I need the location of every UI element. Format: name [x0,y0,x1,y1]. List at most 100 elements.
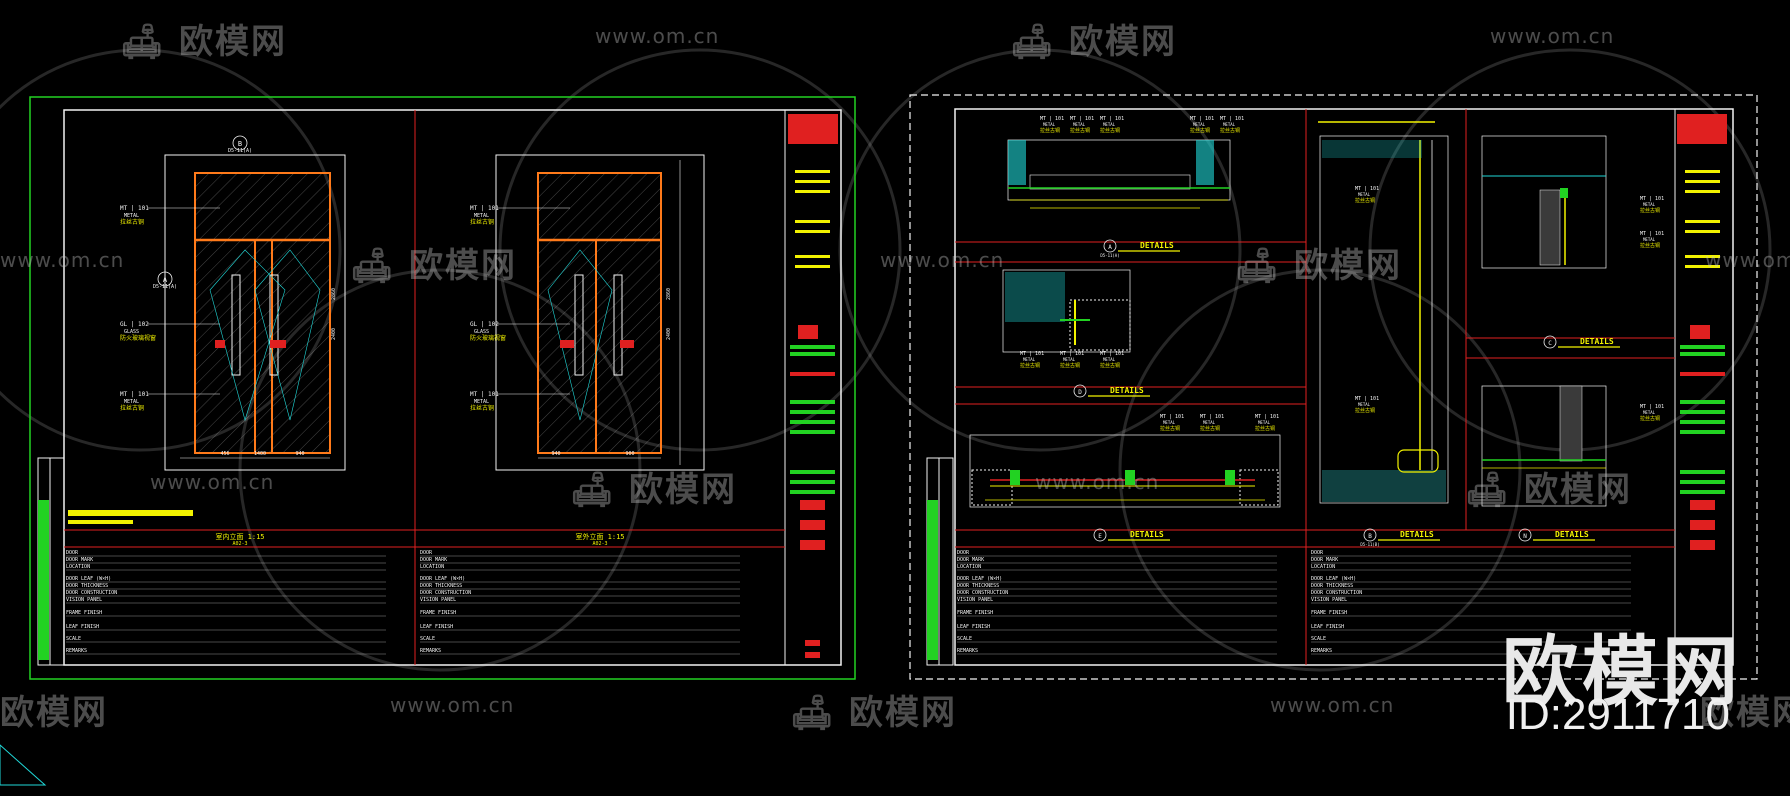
sheet-2-title-block [1677,114,1727,550]
title-block-text [795,220,830,223]
title-block-text [1685,265,1720,268]
title-block-text [795,170,830,173]
section-callout-ref: D5-11(A) [153,284,177,290]
detail-title: DETAILS [1580,337,1614,346]
watermark-logo-icon: 🛋 [350,246,396,286]
schedule-row-label: DOOR LEAF (W×H) [66,576,111,582]
schedule-row-label: DOOR CONSTRUCTION [420,590,471,596]
watermark-logo: 欧模网 [1700,693,1790,733]
detail-mark-bubble [1093,528,1107,542]
material-tag-material: METAL [1643,202,1656,207]
material-tag-cn: 拉丝古铜 [1200,425,1220,432]
detail-mark-ref: D5-11(B) [1360,542,1379,547]
watermark-logo-icon: 🛋 [790,693,836,733]
material-tag-material: METAL [124,399,139,405]
material-tag-cn: 拉丝古铜 [470,404,494,412]
schedule-row-label: DOOR LEAF (W×H) [420,576,465,582]
dimension-height: 2400 [331,328,337,340]
schedule-row-label: REMARKS [66,648,87,654]
sheet-1-left-strip [37,457,65,666]
schedule-row-label: DOOR MARK [1311,557,1338,563]
title-block-text [1685,170,1720,173]
schedule-row-label: DOOR MARK [420,557,447,563]
title-block-text [795,265,830,268]
material-tag-code: MT | 101 [1160,414,1184,420]
watermark-url: www.om.cn [1270,693,1395,717]
elevation-subtitle: A02-3 [592,541,607,547]
schedule-row-label: VISION PANEL [420,597,456,603]
schedule-row-label: FRAME FINISH [420,610,456,616]
watermark-logo-icon: 🛋 [120,22,166,62]
schedule-row-label: DOOR LEAF (W×H) [1311,576,1356,582]
schedule-row-label: REMARKS [420,648,441,654]
elevation-title: 室内立面 1:15 [215,532,264,541]
material-tag-code: MT | 101 [1200,414,1224,420]
detail-mark-letter: E [1098,533,1102,540]
watermark-url: www.om.cn [595,24,720,48]
title-block-text [795,180,830,183]
sheet-1-title-block [788,114,838,658]
material-tag-cn: 防火玻璃视窗 [120,334,156,342]
elevation-subtitle: A02-3 [232,541,247,547]
schedule-row-label: DOOR LEAF (W×H) [957,576,1002,582]
section-callout-ref: D5-11(A) [228,148,252,154]
schedule-row-label: LOCATION [420,564,444,570]
watermark-url: www.om.cn [390,693,515,717]
material-tag-cn: 拉丝古铜 [1355,407,1375,414]
dimension-width: 1400 [254,451,266,457]
elevation-2 [495,154,705,471]
sheet-2 [909,94,1758,680]
title-block-text [1685,255,1720,258]
material-tag-cn: 拉丝古铜 [470,218,494,226]
watermark-logo-icon: 🛋 [570,470,616,510]
material-tag-material: METAL [1358,192,1371,197]
material-tag-cn: 防火玻璃视窗 [470,334,506,342]
schedule-row-label: FRAME FINISH [66,610,102,616]
material-tag-material: METAL [1258,420,1271,425]
material-tag-material: METAL [124,213,139,219]
watermark-logo-icon: 🛋 [1235,246,1281,286]
dimension-width: 456 [220,451,229,457]
material-tag-code: MT | 101 [1640,231,1664,237]
material-tag-material: METAL [1643,237,1656,242]
sheet-2-outer-frame [909,94,1758,680]
section-callout-a [157,271,173,287]
section-callout-b [232,135,248,151]
material-tag-material: METAL [1043,122,1056,127]
schedule-row-label: REMARKS [1311,648,1332,654]
material-tag-material: METAL [1643,410,1656,415]
schedule-row-label: LOCATION [66,564,90,570]
detail-e-plan [969,434,1281,508]
material-tag-code: MT | 101 [1355,186,1379,192]
title-block-text [1685,220,1720,223]
detail-b-section [1318,121,1449,504]
material-tag-code: MT | 101 [1060,351,1084,357]
schedule-row-label: DOOR MARK [957,557,984,563]
material-tag-material: GLASS [474,329,489,335]
detail-n-section [1481,385,1607,507]
material-tag-material: METAL [474,399,489,405]
watermark-logo: 🛋 欧模网 [1010,22,1178,62]
material-tag-cn: 拉丝古铜 [1060,362,1080,369]
watermark-url: www.om.cn [880,248,1005,272]
schedule-row-label: FRAME FINISH [957,610,993,616]
detail-mark-ref: D5-11(A) [1100,253,1119,258]
watermark-logo: 🛋 欧模网 [350,246,518,286]
material-tag-material: METAL [1203,420,1216,425]
schedule-row-label: DOOR THICKNESS [66,583,108,589]
schedule-row-label: DOOR [1311,550,1324,556]
watermark-logo: 🛋 欧模网 [120,22,288,62]
material-tag-cn: 拉丝古铜 [1640,415,1660,422]
schedule-row-label: SCALE [420,636,435,642]
detail-mark-bubble [1363,528,1377,542]
material-tag-code: GL | 102 [120,321,149,328]
material-tag-cn: 拉丝古铜 [1640,207,1660,214]
watermark-logo: 欧模网 [0,693,108,733]
watermark-brand-large: 欧模网 [1502,627,1742,716]
dimension-width: 940 [551,451,560,457]
schedule-row-label: LEAF FINISH [66,624,99,630]
schedule-row-label: LEAF FINISH [420,624,453,630]
dimension-height: 2400 [666,328,672,340]
detail-title: DETAILS [1110,386,1144,395]
